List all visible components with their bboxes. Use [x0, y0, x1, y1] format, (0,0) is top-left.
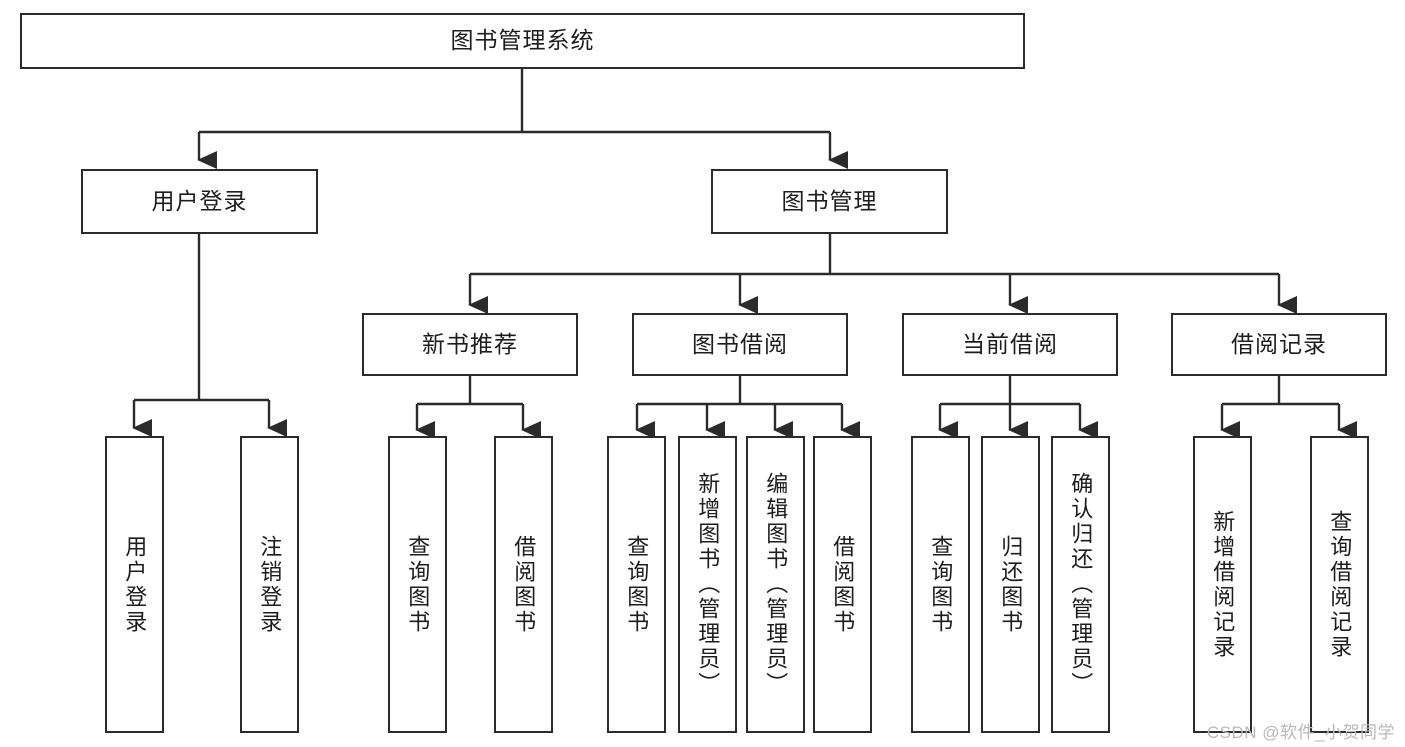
- node-leaf-add-record[interactable]: 新增借阅记录: [1193, 436, 1252, 733]
- node-current-borrow[interactable]: 当前借阅: [902, 313, 1118, 376]
- node-book-borrow-label: 图书借阅: [692, 330, 788, 357]
- node-leaf-add-book-label: 新增图书（管理员）: [695, 472, 721, 697]
- node-book-borrow[interactable]: 图书借阅: [632, 313, 848, 376]
- node-leaf-user-login-label: 用户登录: [122, 534, 148, 635]
- node-leaf-add-book[interactable]: 新增图书（管理员）: [678, 436, 737, 733]
- node-root[interactable]: 图书管理系统: [20, 13, 1025, 69]
- node-leaf-query-book-1[interactable]: 查询图书: [388, 436, 447, 733]
- node-leaf-confirm-return-label: 确认归还（管理员）: [1068, 472, 1094, 697]
- csdn-watermark: CSDN @软件_小贺同学: [1206, 723, 1395, 742]
- node-current-borrow-label: 当前借阅: [962, 330, 1058, 357]
- node-leaf-return-book[interactable]: 归还图书: [981, 436, 1040, 733]
- node-leaf-borrow-book-2[interactable]: 借阅图书: [813, 436, 872, 733]
- node-leaf-query-book-2[interactable]: 查询图书: [607, 436, 666, 733]
- node-leaf-query-book-1-label: 查询图书: [405, 534, 431, 635]
- node-root-label: 图书管理系统: [450, 27, 595, 54]
- node-leaf-return-book-label: 归还图书: [998, 534, 1024, 635]
- node-leaf-borrow-book-2-label: 借阅图书: [830, 534, 856, 635]
- node-leaf-edit-book[interactable]: 编辑图书（管理员）: [746, 436, 805, 733]
- node-borrow-record[interactable]: 借阅记录: [1171, 313, 1387, 376]
- node-leaf-confirm-return[interactable]: 确认归还（管理员）: [1051, 436, 1110, 733]
- node-book-manage[interactable]: 图书管理: [711, 169, 948, 234]
- node-leaf-query-book-2-label: 查询图书: [624, 534, 650, 635]
- node-leaf-borrow-book-1-label: 借阅图书: [511, 534, 537, 635]
- node-leaf-user-logout[interactable]: 注销登录: [240, 436, 299, 733]
- node-book-manage-label: 图书管理: [781, 187, 878, 214]
- node-leaf-user-login[interactable]: 用户登录: [105, 436, 164, 733]
- node-leaf-user-logout-label: 注销登录: [257, 534, 283, 635]
- node-leaf-query-book-3-label: 查询图书: [928, 534, 954, 635]
- node-leaf-borrow-book-1[interactable]: 借阅图书: [494, 436, 553, 733]
- node-leaf-query-record[interactable]: 查询借阅记录: [1310, 436, 1369, 733]
- node-user-login-label: 用户登录: [151, 187, 248, 214]
- node-new-book-rec-label: 新书推荐: [422, 330, 518, 357]
- node-leaf-add-record-label: 新增借阅记录: [1210, 509, 1236, 660]
- node-leaf-query-book-3[interactable]: 查询图书: [911, 436, 970, 733]
- node-user-login[interactable]: 用户登录: [81, 169, 318, 234]
- node-new-book-rec[interactable]: 新书推荐: [362, 313, 578, 376]
- node-borrow-record-label: 借阅记录: [1231, 330, 1327, 357]
- node-leaf-edit-book-label: 编辑图书（管理员）: [763, 472, 789, 697]
- node-leaf-query-record-label: 查询借阅记录: [1327, 509, 1353, 660]
